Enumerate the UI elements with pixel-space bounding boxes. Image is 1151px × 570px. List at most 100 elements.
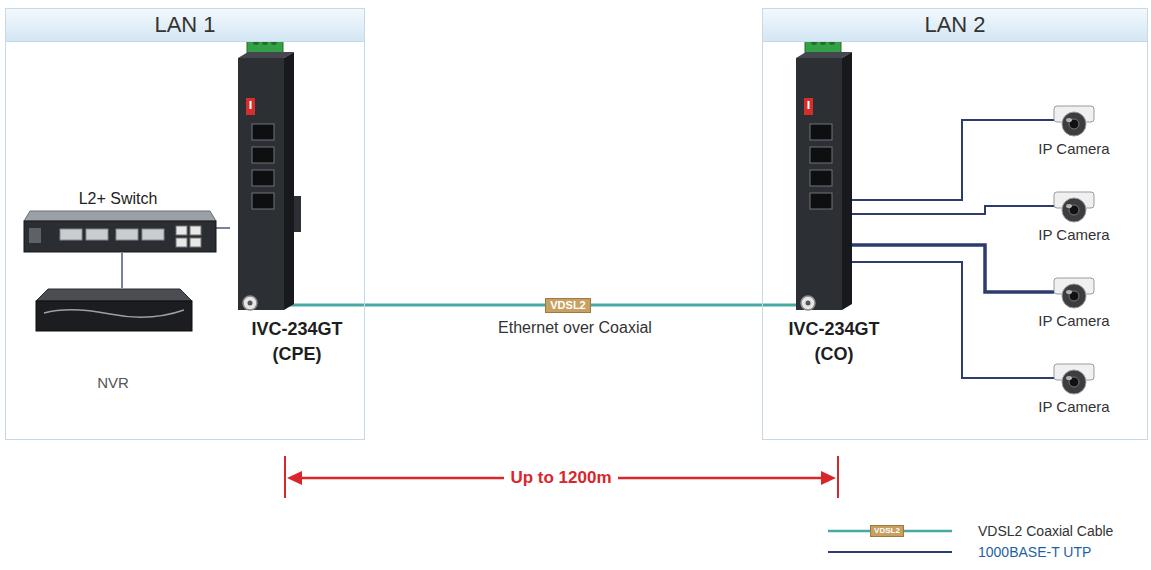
cpe-illustration-part bbox=[238, 58, 284, 310]
cpe-illustration-part bbox=[252, 193, 274, 209]
camera-illustration-part bbox=[1062, 370, 1086, 394]
region-heading: LAN 2 bbox=[763, 9, 1147, 42]
nvr-illustration-part bbox=[36, 289, 192, 301]
co-illustration-part-part bbox=[804, 98, 813, 115]
nvr-illustration bbox=[36, 289, 192, 331]
co-illustration-part bbox=[852, 243, 896, 247]
co-illustration-part bbox=[852, 199, 896, 201]
cpe-illustration bbox=[238, 34, 364, 310]
switch-illustration-part bbox=[86, 229, 108, 240]
dimension-arrow-part bbox=[821, 471, 836, 485]
camera-illustration bbox=[1010, 192, 1094, 222]
ip-camera: IP Camera bbox=[1010, 272, 1138, 334]
device-label: L2+ Switch bbox=[79, 190, 158, 208]
co-illustration-part-part bbox=[808, 101, 810, 109]
camera-illustration-part bbox=[1010, 377, 1054, 379]
cpe-illustration-part bbox=[252, 147, 274, 163]
co-illustration-part-part bbox=[810, 147, 832, 163]
camera-illustration-part bbox=[1062, 284, 1086, 308]
device-label: NVR bbox=[97, 374, 129, 391]
device-role: (CPE) bbox=[273, 344, 322, 365]
cpe-illustration-part bbox=[246, 98, 255, 115]
distance-label: Up to 1200m bbox=[504, 468, 617, 488]
device-label: IP Camera bbox=[1038, 398, 1109, 415]
dimension-arrow-part bbox=[287, 471, 302, 485]
switch-illustration-part bbox=[142, 229, 164, 240]
co-illustration-part-part bbox=[806, 301, 811, 306]
camera-illustration-part bbox=[1066, 204, 1072, 208]
dimension-arrow-part bbox=[837, 456, 839, 498]
cable-connector bbox=[216, 227, 230, 229]
co-illustration-part bbox=[852, 261, 896, 263]
dimension-arrow bbox=[285, 456, 838, 498]
cpe-illustration-part bbox=[250, 101, 252, 109]
cable-connector bbox=[121, 253, 123, 288]
ip-camera: IP Camera bbox=[1010, 358, 1138, 420]
cable-connector bbox=[896, 120, 1010, 200]
network-switch: L2+ Switch bbox=[20, 190, 216, 253]
switch-illustration-part bbox=[24, 211, 216, 221]
co-illustration-part-part bbox=[796, 58, 842, 310]
co-illustration-part-part bbox=[810, 170, 832, 186]
region-heading: LAN 1 bbox=[6, 9, 364, 42]
coax-extender: IVC-234GT (CO) bbox=[772, 32, 896, 367]
legend-badge: VDSL2 bbox=[870, 525, 904, 537]
camera-illustration-part bbox=[1066, 290, 1072, 294]
switch-illustration-part bbox=[24, 221, 216, 252]
nvr-illustration-part bbox=[36, 301, 192, 331]
camera-illustration-part bbox=[1062, 198, 1086, 222]
camera-illustration bbox=[1010, 106, 1094, 136]
cable-connector bbox=[896, 245, 1010, 292]
model-name: IVC-234GT bbox=[788, 319, 879, 340]
camera-illustration-part bbox=[1062, 112, 1086, 136]
cpe-illustration-part bbox=[284, 52, 294, 310]
co-illustration-part bbox=[852, 213, 896, 215]
switch-illustration-part bbox=[60, 229, 82, 240]
device-label: IP Camera bbox=[1038, 140, 1109, 157]
ip-camera: IP Camera bbox=[1010, 186, 1138, 248]
cpe-illustration-part bbox=[252, 170, 274, 186]
model-name: IVC-234GT bbox=[251, 319, 342, 340]
cable-connector bbox=[896, 206, 1010, 214]
dimension-arrow-part bbox=[284, 456, 286, 498]
link-caption: Ethernet over Coaxial bbox=[498, 319, 652, 337]
cable-badge: VDSL2 bbox=[545, 298, 590, 313]
lan-region: LAN 1 L2+ SwitchNVR IVC-234GT (CPE) bbox=[5, 8, 365, 440]
legend-text: 1000BASE-T UTP bbox=[978, 544, 1091, 560]
co-illustration bbox=[772, 34, 896, 310]
camera-illustration-part bbox=[1010, 119, 1054, 121]
nvr-recorder: NVR bbox=[33, 288, 193, 395]
camera-illustration-part bbox=[1010, 205, 1054, 207]
co-illustration-part-part bbox=[842, 52, 852, 310]
switch-illustration-part bbox=[116, 229, 138, 240]
switch-illustration-part bbox=[176, 238, 187, 247]
camera-illustration bbox=[1010, 364, 1094, 394]
cpe-illustration-part bbox=[294, 196, 301, 232]
camera-illustration-part bbox=[1066, 118, 1072, 122]
nvr-illustration-part bbox=[44, 310, 184, 317]
lan-region: LAN 2 IVC-234GT (CO) IP Camera IP Camera IP C… bbox=[762, 8, 1148, 440]
cpe-illustration-part bbox=[252, 124, 274, 140]
coax-extender: IVC-234GT (CPE) bbox=[230, 32, 364, 367]
co-illustration-part-part bbox=[810, 124, 832, 140]
cable-connector bbox=[896, 262, 1010, 378]
switch-illustration-part bbox=[176, 226, 187, 235]
ip-camera: IP Camera bbox=[1010, 100, 1138, 162]
legend-text: VDSL2 Coaxial Cable bbox=[978, 523, 1113, 539]
switch-illustration-part bbox=[29, 228, 41, 243]
legend-sample-part bbox=[828, 551, 952, 553]
co-illustration-part bbox=[796, 34, 852, 310]
cpe-illustration-part bbox=[243, 296, 257, 310]
device-label: IP Camera bbox=[1038, 312, 1109, 329]
camera-illustration-part bbox=[1066, 376, 1072, 380]
switch-illustration-part bbox=[190, 238, 201, 247]
switch-illustration-part bbox=[190, 226, 201, 235]
switch-illustration bbox=[24, 211, 216, 252]
device-label: IP Camera bbox=[1038, 226, 1109, 243]
camera-illustration bbox=[1010, 278, 1094, 308]
co-illustration-part-part bbox=[801, 296, 815, 310]
device-role: (CO) bbox=[815, 344, 854, 365]
cpe-illustration-part bbox=[248, 301, 253, 306]
co-illustration-part-part bbox=[810, 193, 832, 209]
